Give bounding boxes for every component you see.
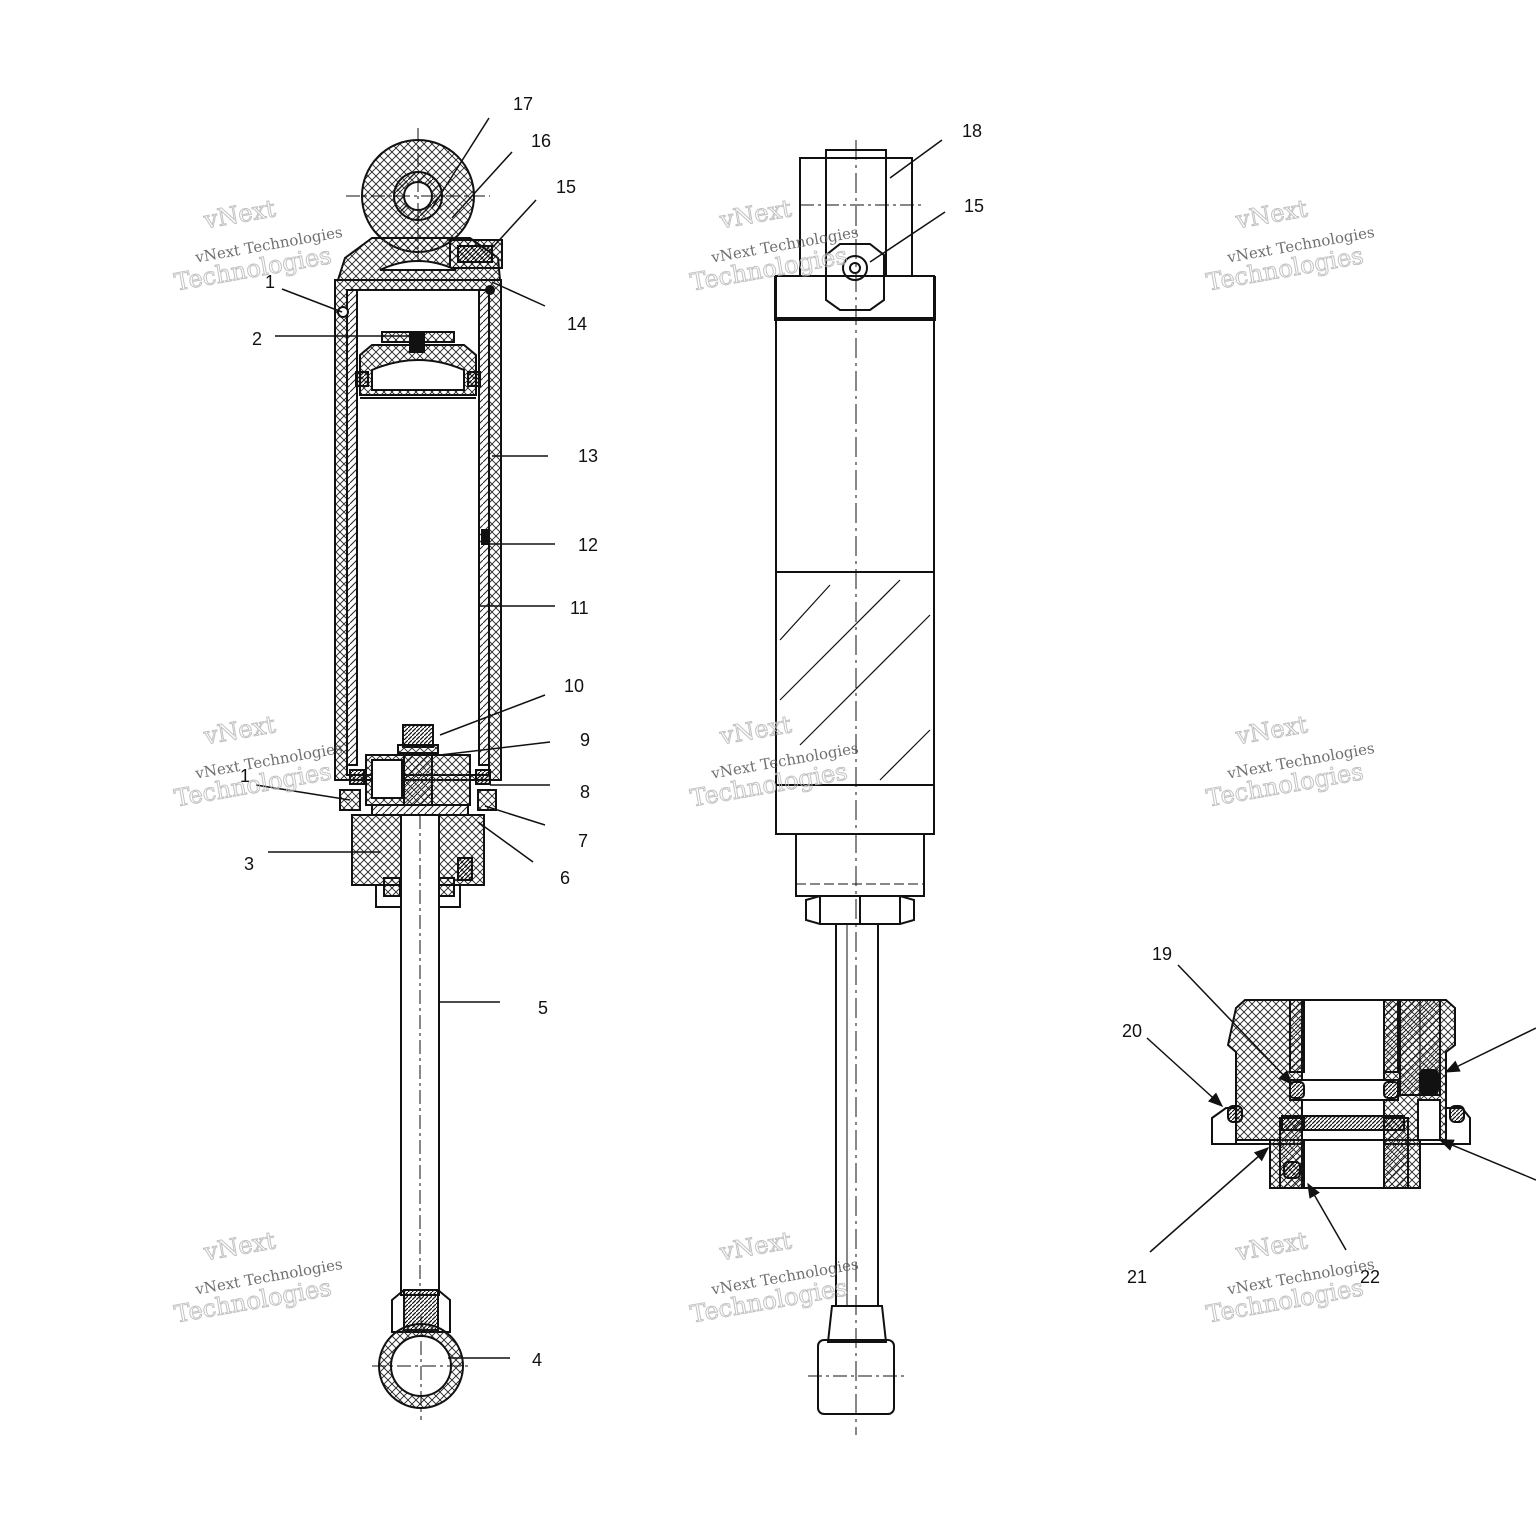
callout-4: 4 xyxy=(532,1350,542,1370)
svg-text:vNext: vNext xyxy=(201,710,278,750)
svg-text:vNext: vNext xyxy=(201,1226,278,1266)
callout-19: 19 xyxy=(1152,944,1172,964)
callout-17: 17 xyxy=(513,94,533,114)
callout-2: 2 xyxy=(252,329,262,349)
svg-text:vNext: vNext xyxy=(717,1226,794,1266)
callout-6: 6 xyxy=(560,868,570,888)
svg-text:vNext: vNext xyxy=(201,194,278,234)
watermark: vNext vNext Technologies Technologies xyxy=(1204,710,1376,813)
callout-3: 3 xyxy=(244,854,254,874)
callout-9: 9 xyxy=(580,730,590,750)
callout-11: 11 xyxy=(570,598,589,618)
svg-text:vNext: vNext xyxy=(717,710,794,750)
svg-text:vNext: vNext xyxy=(717,194,794,234)
svg-text:vNext: vNext xyxy=(1233,1226,1310,1266)
callout-8: 8 xyxy=(580,782,590,802)
callout-18: 18 xyxy=(962,121,982,141)
callout-1-lower: 1 xyxy=(240,766,250,786)
callout-22: 22 xyxy=(1360,1267,1380,1287)
callout-13: 13 xyxy=(578,446,598,466)
watermark: vNext vNext Technologies Technologies xyxy=(172,194,344,297)
section-view-leaders xyxy=(255,117,555,1359)
watermark: vNext vNext Technologies Technologies xyxy=(1204,1226,1376,1329)
callout-14: 14 xyxy=(567,314,587,334)
callout-10: 10 xyxy=(564,676,584,696)
callout-5: 5 xyxy=(538,998,548,1018)
callout-7: 7 xyxy=(578,831,588,851)
callout-16: 16 xyxy=(531,131,551,151)
detail-view xyxy=(1211,999,1471,1189)
callout-12: 12 xyxy=(578,535,598,555)
callout-20: 20 xyxy=(1122,1021,1142,1041)
callout-15: 15 xyxy=(556,177,576,197)
watermark: vNext vNext Technologies Technologies xyxy=(172,1226,344,1329)
detail-view-leaders xyxy=(1146,964,1536,1253)
watermark: vNext vNext Technologies Technologies xyxy=(688,710,860,813)
callout-15-exterior: 15 xyxy=(964,196,984,216)
section-view xyxy=(334,128,503,1420)
callout-labels: 17 16 15 14 1 2 13 12 11 10 9 8 7 6 1 3 … xyxy=(240,94,1380,1370)
exterior-view xyxy=(774,140,936,1435)
watermark: vNext vNext Technologies Technologies xyxy=(1204,194,1376,297)
exterior-view-leaders xyxy=(869,139,946,263)
svg-text:vNext: vNext xyxy=(1233,710,1310,750)
callout-21: 21 xyxy=(1127,1267,1147,1287)
callout-1: 1 xyxy=(265,272,275,292)
svg-text:vNext: vNext xyxy=(1233,194,1310,234)
watermark: vNext vNext Technologies Technologies xyxy=(688,194,860,297)
